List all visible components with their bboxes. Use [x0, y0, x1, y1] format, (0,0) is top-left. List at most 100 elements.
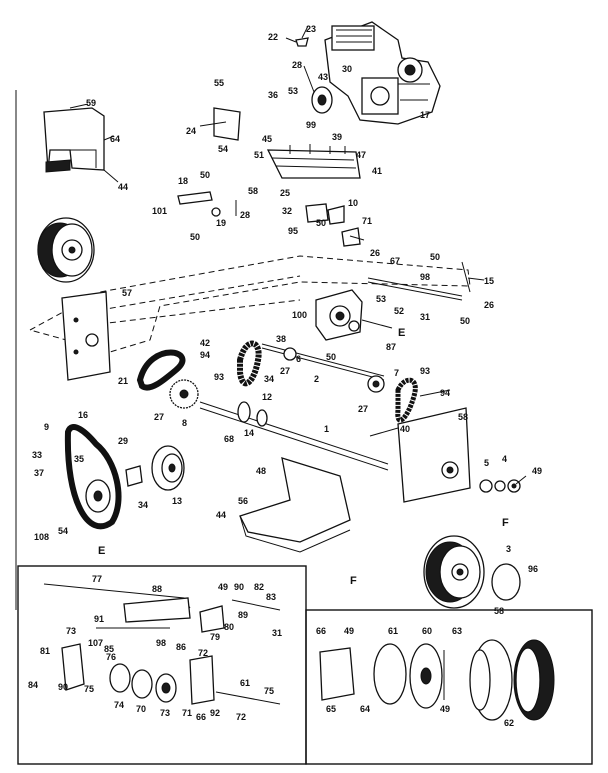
inset-f-title: F [350, 575, 357, 587]
callout: 33 [32, 450, 42, 460]
callout: F [502, 517, 509, 529]
inset-e-callout: 84 [28, 680, 38, 690]
callout: 27 [154, 412, 164, 422]
callout: 50 [190, 232, 200, 242]
callout: 13 [172, 496, 182, 506]
callout: 9 [44, 422, 49, 432]
callout: 50 [430, 252, 440, 262]
inset-e-callout: 80 [224, 622, 234, 632]
inset-f-callout: 66 [316, 626, 326, 636]
callout: 49 [532, 466, 542, 476]
inset-e-callout: 98 [156, 638, 166, 648]
engine-pulley [311, 86, 333, 114]
inset-e-callout: 86 [176, 642, 186, 652]
control-rod [367, 261, 471, 301]
callout: 96 [528, 564, 538, 574]
inset-e-callout: 66 [196, 712, 206, 722]
callout: 101 [152, 206, 167, 216]
frame-outline [29, 255, 471, 353]
inset-f-box [305, 609, 593, 765]
callout: 35 [74, 454, 84, 464]
callout: 50 [200, 170, 210, 180]
inset-e-callout: 74 [114, 700, 124, 710]
callout: 40 [400, 424, 410, 434]
callout: 38 [276, 334, 286, 344]
inset-e-callout: 73 [66, 626, 76, 636]
callout: 57 [122, 288, 132, 298]
center-brackets [305, 203, 361, 247]
callout: 29 [118, 436, 128, 446]
inset-e-callout: 107 [88, 638, 103, 648]
leader-lines [69, 25, 527, 485]
inset-f-callout: 49 [440, 704, 450, 714]
callout: 18 [178, 176, 188, 186]
inset-f-parts [319, 639, 555, 721]
inset-e-callout: 85 [104, 644, 114, 654]
callout: 26 [484, 300, 494, 310]
callout: 14 [244, 428, 254, 438]
callout: 108 [34, 532, 49, 542]
callout: 7 [394, 368, 399, 378]
inset-e-callout: 75 [264, 686, 274, 696]
left-frame-plate [61, 291, 111, 381]
callout: 50 [326, 352, 336, 362]
callout: 56 [238, 496, 248, 506]
callout: 67 [390, 256, 400, 266]
callout: 48 [256, 466, 266, 476]
callout: 10 [348, 198, 358, 208]
left-wheel [37, 217, 95, 283]
drive-belt-21 [136, 349, 186, 391]
callout: 93 [420, 366, 430, 376]
chassis-pan [239, 457, 351, 553]
inset-f-callout: 63 [452, 626, 462, 636]
callout: 6 [296, 354, 301, 364]
inset-e-callout: 91 [94, 614, 104, 624]
callout: 87 [386, 342, 396, 352]
main-axle [199, 401, 389, 471]
callout: 53 [288, 86, 298, 96]
callout: 32 [282, 206, 292, 216]
callout: 94 [440, 388, 450, 398]
belt-cover [43, 107, 105, 173]
inset-e-callout: 61 [240, 678, 250, 688]
callout: 36 [268, 90, 278, 100]
callout: 50 [316, 218, 326, 228]
mount-plate [266, 144, 361, 179]
callout: 1 [324, 424, 329, 434]
bracket-55 [199, 107, 241, 141]
callout: 44 [216, 510, 226, 520]
callout: 24 [186, 126, 196, 136]
inset-e-callout: 83 [266, 592, 276, 602]
sprocket-7 [367, 375, 385, 393]
callout: 34 [264, 374, 274, 384]
callout: 12 [262, 392, 272, 402]
inset-f-callout: 49 [344, 626, 354, 636]
callout: 21 [118, 376, 128, 386]
inset-f-callout: 61 [388, 626, 398, 636]
callout: 100 [292, 310, 307, 320]
callout: 30 [342, 64, 352, 74]
gearbox [315, 289, 363, 341]
inset-e-callout: 72 [198, 648, 208, 658]
callout: 28 [240, 210, 250, 220]
callout: 28 [292, 60, 302, 70]
callout: 58 [494, 606, 504, 616]
callout: 3 [506, 544, 511, 554]
pulley-13 [151, 445, 185, 491]
callout: 23 [306, 24, 316, 34]
inset-e-callout: 90 [234, 582, 244, 592]
callout: 68 [224, 434, 234, 444]
callout: 39 [332, 132, 342, 142]
inset-e-callout: 71 [182, 708, 192, 718]
inset-e-callout: 49 [218, 582, 228, 592]
sprocket-8 [169, 379, 199, 409]
callout: 27 [358, 404, 368, 414]
inset-e-parts [43, 583, 281, 705]
callout: 51 [254, 150, 264, 160]
callout: 95 [288, 226, 298, 236]
inset-e-callout: 82 [254, 582, 264, 592]
callout: 15 [484, 276, 494, 286]
callout: 52 [394, 306, 404, 316]
